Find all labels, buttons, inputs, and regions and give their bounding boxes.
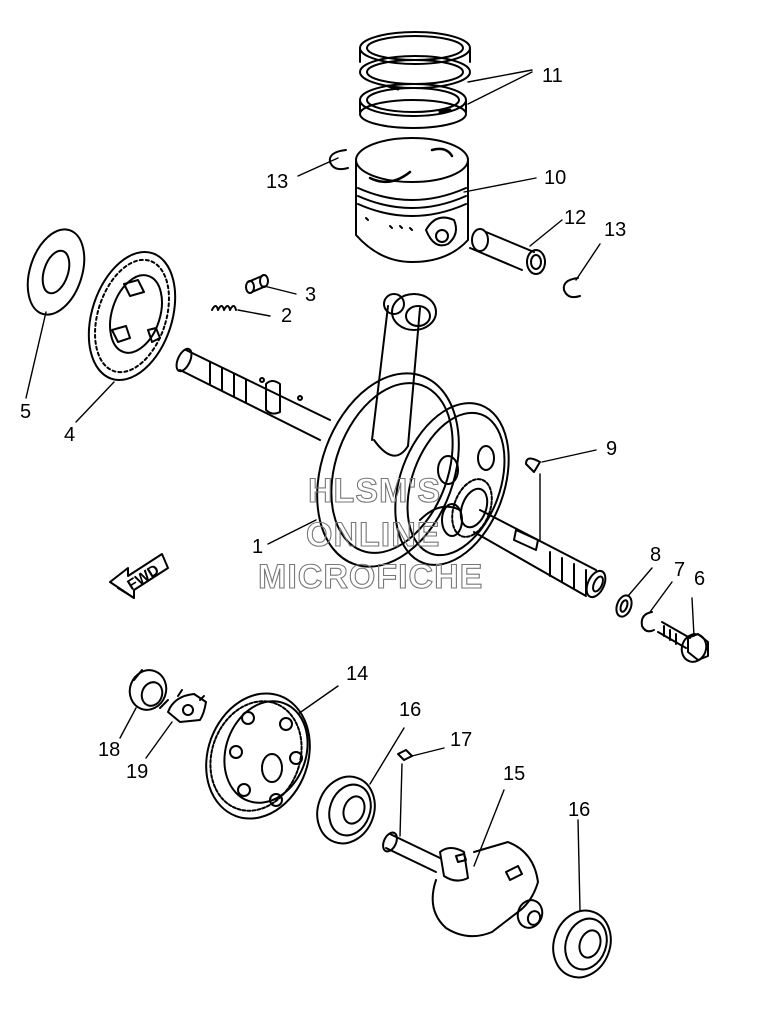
washer-8: [615, 594, 633, 618]
circlip-right: [562, 277, 581, 299]
callout-9: 9: [606, 438, 617, 460]
key-17: [397, 749, 413, 761]
bearing-16-lower: [552, 909, 612, 979]
callout-16-upper: 16: [399, 699, 421, 721]
callout-6: 6: [694, 568, 705, 590]
callout-13-left: 13: [266, 171, 288, 193]
watermark: HLSM'S ONLINE MICROFICHE: [257, 471, 483, 596]
watermark-line-1: HLSM'S: [308, 472, 441, 510]
callout-7: 7: [674, 559, 685, 581]
callout-8: 8: [650, 544, 661, 566]
callout-13-right: 13: [604, 219, 626, 241]
callout-11: 11: [542, 65, 563, 87]
callout-2: 2: [281, 305, 292, 327]
spring-2: [211, 305, 237, 311]
callout-15: 15: [503, 763, 525, 785]
piston-pin: [469, 228, 546, 275]
callout-labels: 1 2 3 4 5 6 7 8 9 10 11 12 13 13 14 15 1…: [20, 65, 705, 821]
callout-14: 14: [346, 663, 368, 685]
callout-10: 10: [544, 167, 566, 189]
callout-5: 5: [20, 401, 31, 423]
watermark-line-2: ONLINE: [306, 516, 440, 554]
bolt-6: [657, 621, 709, 663]
crankshaft-assembly: [175, 293, 607, 599]
callout-3: 3: [305, 284, 316, 306]
fwd-arrow: [109, 553, 169, 599]
gear-14: [205, 692, 311, 820]
gear-4: [87, 251, 177, 381]
callout-12: 12: [564, 207, 586, 229]
circlip-left: [328, 149, 349, 171]
watermark-line-3: MICROFICHE: [258, 558, 483, 596]
leader-lines: [25, 69, 695, 911]
callout-18: 18: [98, 739, 120, 761]
callout-19: 19: [126, 761, 148, 783]
washer-5: [26, 228, 86, 316]
callout-4: 4: [64, 424, 75, 446]
holder-19: [167, 689, 207, 723]
lock-washer-7: [640, 611, 655, 633]
bearing-18: [128, 669, 169, 711]
balancer-shaft: [382, 831, 544, 938]
callout-1: 1: [252, 536, 263, 558]
callout-16-lower: 16: [568, 799, 590, 821]
pin-3: [245, 274, 269, 294]
bearing-16-upper: [316, 775, 376, 845]
callout-17: 17: [450, 729, 472, 751]
piston-rings: [359, 31, 471, 129]
key-9: [525, 457, 541, 473]
piston: [355, 137, 469, 263]
